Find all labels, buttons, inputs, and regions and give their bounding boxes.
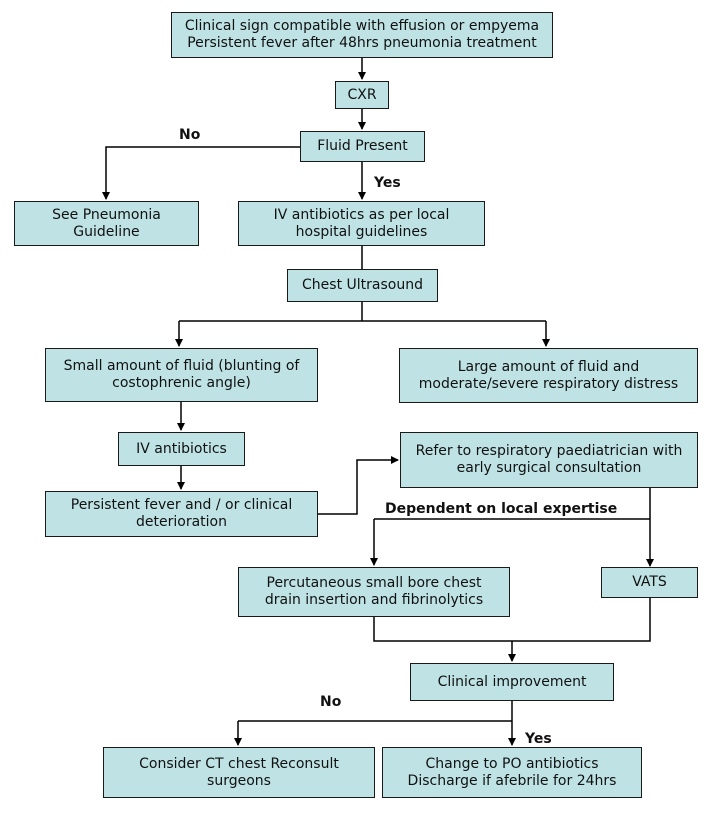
no-label-improvement: No bbox=[320, 694, 342, 710]
arrow-fluid-to-pneumonia bbox=[102, 146, 300, 200]
see-pneumonia-box: See Pneumonia Guideline bbox=[14, 201, 199, 246]
persistent-fever-box: Persistent fever and / or clinical deter… bbox=[45, 491, 318, 537]
chest-ultrasound-box: Chest Ultrasound bbox=[287, 269, 438, 302]
yes-label-fluid: Yes bbox=[374, 175, 401, 191]
line-percutaneous-merge bbox=[373, 617, 512, 642]
iv-antibiotics-local-box: IV antibiotics as per local hospital gui… bbox=[238, 201, 485, 246]
arrow-persistent-to-refer bbox=[318, 456, 399, 515]
no-label-fluid: No bbox=[179, 127, 201, 143]
cxr-box: CXR bbox=[335, 81, 389, 109]
yes-label-improvement: Yes bbox=[525, 731, 552, 747]
consider-ct-box: Consider CT chest Reconsult surgeons bbox=[103, 747, 375, 798]
change-po-box: Change to PO antibiotics Discharge if af… bbox=[382, 747, 642, 798]
clinical-sign-box: Clinical sign compatible with effusion o… bbox=[171, 12, 553, 58]
refer-paediatrician-box: Refer to respiratory paediatrician with … bbox=[400, 432, 698, 488]
percutaneous-box: Percutaneous small bore chest drain inse… bbox=[238, 567, 510, 617]
fluid-present-box: Fluid Present bbox=[300, 131, 425, 162]
small-fluid-box: Small amount of fluid (blunting of costo… bbox=[45, 348, 318, 402]
iv-antibiotics-box: IV antibiotics bbox=[118, 432, 245, 466]
large-fluid-box: Large amount of fluid and moderate/sever… bbox=[399, 348, 698, 403]
line-vats-merge bbox=[512, 598, 651, 642]
vats-box: VATS bbox=[601, 567, 698, 598]
clinical-improvement-box: Clinical improvement bbox=[410, 663, 614, 701]
dependent-label: Dependent on local expertise bbox=[385, 501, 618, 517]
